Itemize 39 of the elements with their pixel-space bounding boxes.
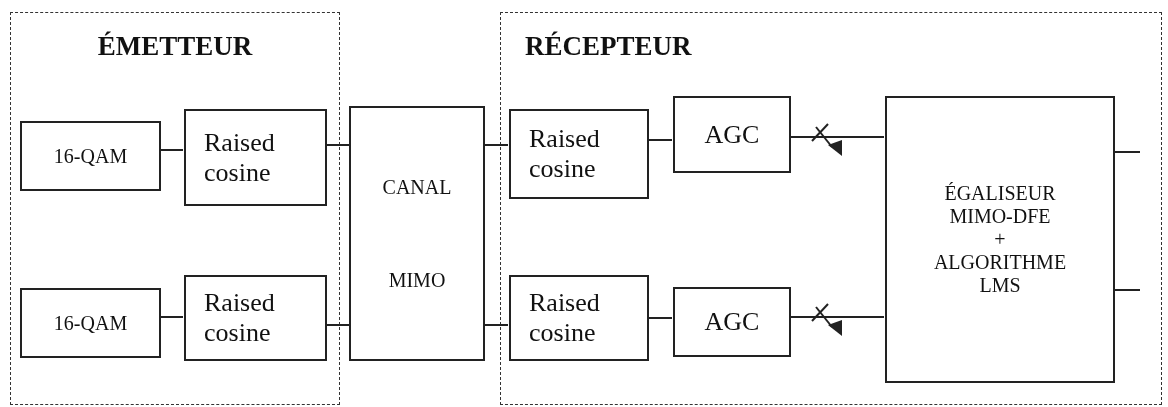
block-label: Raised cosine [529,288,601,348]
process-block [184,109,327,206]
connector-line [1113,289,1141,291]
block-label: 16-QAM [53,144,128,168]
connector-line [484,144,509,146]
process-block [673,287,791,357]
connector-line [789,136,885,138]
block-label: ALGORITHME LMS [932,251,1068,297]
process-block [673,96,791,173]
process-block [20,121,161,191]
connector-line [484,324,509,326]
block-label: MIMO [388,268,446,292]
group-heading: RÉCEPTEUR [525,31,692,62]
process-block [885,96,1115,383]
process-block [349,106,485,361]
connector-line [789,316,885,318]
block-label: ÉGALISEUR MIMO-DFE [943,182,1057,228]
block-label: Raised cosine [204,288,276,348]
dashed-group-frame [500,12,1162,405]
connector-line [159,316,184,318]
process-block [509,275,649,361]
connector-line [1113,151,1141,153]
block-label: AGC [704,119,760,150]
block-label: AGC [704,307,760,337]
block-label: + [994,228,1006,251]
block-label: 16-QAM [53,311,128,335]
connector-line [325,144,350,146]
process-block [20,288,161,358]
connector-line [647,139,673,141]
block-label: Raised cosine [204,127,276,188]
connector-line [159,149,184,151]
process-block [509,109,649,199]
block-label: CANAL [382,175,452,199]
connector-line [325,324,350,326]
group-heading: ÉMETTEUR [96,31,254,62]
process-block [184,275,327,361]
dashed-group-frame [10,12,340,405]
connector-line [647,317,673,319]
block-label: Raised cosine [529,124,601,184]
